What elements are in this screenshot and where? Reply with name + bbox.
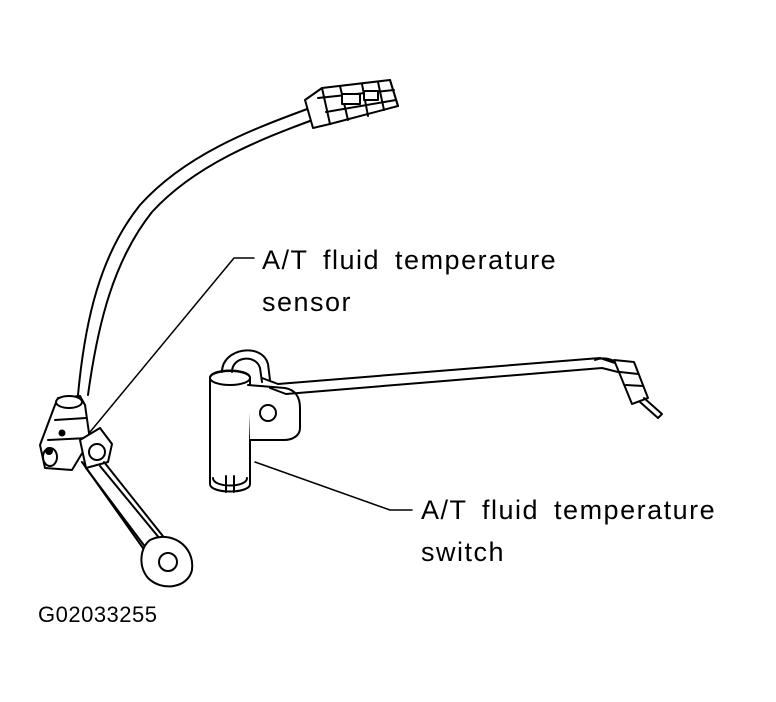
fluid-temperature-switch: [209, 349, 271, 493]
switch-label-line2: switch: [421, 537, 506, 567]
switch-lead-wire: [261, 357, 663, 419]
switch-label-line1: A/T fluid temperature: [421, 495, 717, 525]
sensor-label-line2: sensor: [262, 287, 353, 317]
fluid-temperature-sensor: [39, 395, 113, 471]
leader-lines: [89, 257, 413, 511]
harness-connector: [304, 79, 399, 129]
figure-id: G02033255: [38, 602, 158, 627]
switch-mounting-plate: [247, 384, 301, 441]
mounting-bracket-arm: [81, 461, 194, 588]
sensor-leader-line: [89, 257, 255, 433]
switch-leader-line: [254, 461, 413, 511]
switch-label: A/T fluid temperature switch: [421, 489, 716, 573]
sensor-label-line1: A/T fluid temperature: [262, 245, 558, 275]
sensor-label: A/T fluid temperature sensor: [262, 239, 557, 323]
sensor-wire-harness: [77, 107, 319, 396]
